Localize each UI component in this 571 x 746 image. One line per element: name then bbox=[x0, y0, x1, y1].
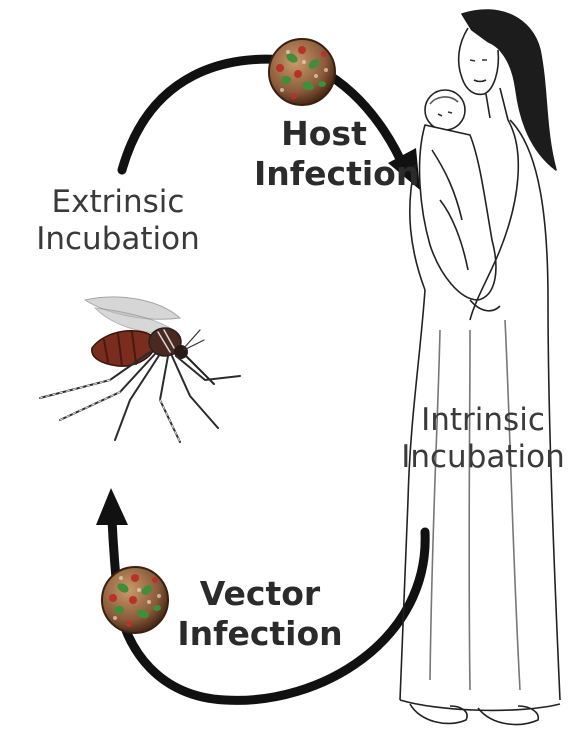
host-line2: Infection bbox=[254, 154, 394, 194]
mother-with-baby-illustration bbox=[400, 10, 560, 724]
vector-infection-arrowhead bbox=[96, 488, 128, 525]
mosquito-icon bbox=[40, 297, 240, 442]
intrinsic-line2: Incubation bbox=[398, 439, 568, 476]
vector-line1: Vector bbox=[165, 574, 355, 614]
intrinsic-incubation-label: Intrinsic Incubation bbox=[398, 402, 568, 476]
vector-virus-icon bbox=[102, 567, 168, 633]
vector-infection-label: Vector Infection bbox=[165, 574, 355, 653]
extrinsic-line1: Extrinsic bbox=[28, 184, 208, 221]
host-infection-label: Host Infection bbox=[254, 114, 394, 193]
host-virus-icon bbox=[269, 39, 335, 105]
vector-line2: Infection bbox=[165, 614, 355, 654]
intrinsic-line1: Intrinsic bbox=[398, 402, 568, 439]
host-line1: Host bbox=[254, 114, 394, 154]
extrinsic-incubation-label: Extrinsic Incubation bbox=[28, 184, 208, 258]
extrinsic-line2: Incubation bbox=[28, 221, 208, 258]
